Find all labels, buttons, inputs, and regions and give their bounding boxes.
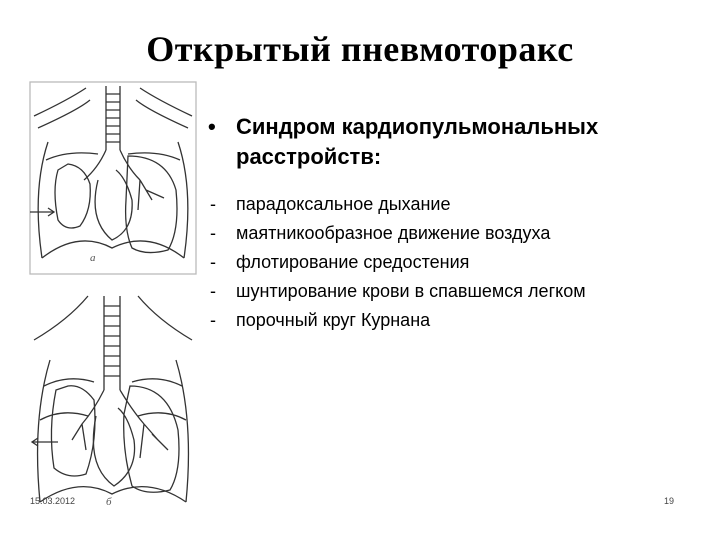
list-item-text: флотирование средостения [236, 252, 470, 272]
list-item-text: порочный круг Курнана [236, 310, 431, 330]
main-bullet-text: Синдром кардиопульмональных расстройств: [236, 114, 599, 169]
lung-diagram-expiration: б [28, 290, 198, 518]
figure-label-b: б [106, 496, 112, 508]
dash-marker: - [210, 194, 216, 214]
main-bullet: • Синдром кардиопульмональных расстройст… [208, 112, 688, 172]
dash-marker: - [210, 252, 216, 272]
list-item-text: парадоксальное дыхание [236, 194, 451, 214]
list-item: - флотирование средостения [210, 248, 690, 277]
list-item: - маятникообразное движение воздуха [210, 219, 690, 248]
list-item-text: маятникообразное движение воздуха [236, 223, 551, 243]
bullet-marker: • [208, 114, 216, 139]
lung-diagram-inspiration: а [28, 80, 198, 276]
dash-marker: - [210, 223, 216, 243]
figure-label-a: а [90, 252, 96, 264]
list-item: - парадоксальное дыхание [210, 190, 690, 219]
list-item: - порочный круг Курнана [210, 306, 690, 335]
footer-date: 15.03.2012 [30, 496, 76, 506]
sub-item-list: - парадоксальное дыхание - маятникообраз… [210, 190, 690, 335]
page-number: 19 [664, 496, 675, 506]
slide-title: Открытый пневмоторакс [146, 29, 574, 69]
list-item-text: шунтирование крови в спавшемся легком [236, 281, 586, 301]
dash-marker: - [210, 281, 216, 301]
list-item: - шунтирование крови в спавшемся легком [210, 277, 690, 306]
dash-marker: - [210, 310, 216, 330]
